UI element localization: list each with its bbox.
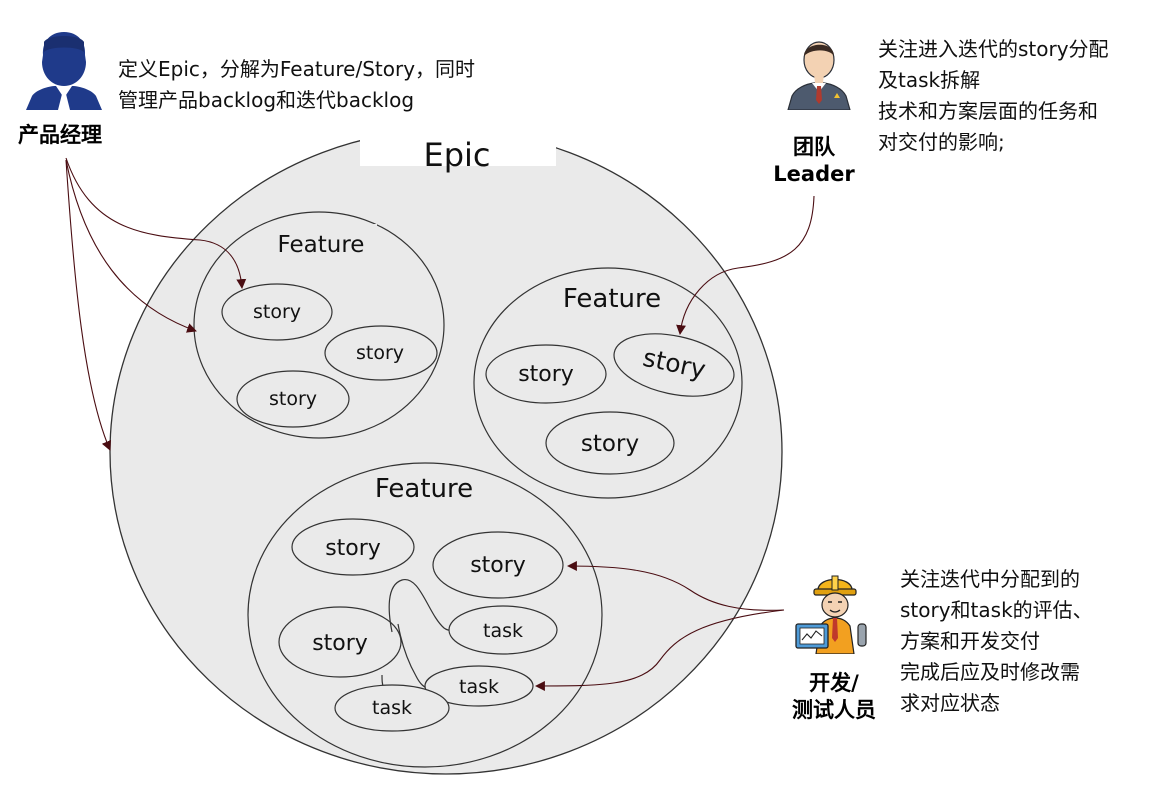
feature-3-story-3-label: story (312, 631, 368, 656)
team-leader-description-line: 技术和方案层面的任务和 (878, 99, 1098, 123)
developer-avatar-icon (795, 575, 867, 654)
feature-2-story-2 (613, 333, 735, 397)
developer-description-line: 完成后应及时修改需 (900, 660, 1080, 684)
feature-3-label: Feature (375, 474, 473, 504)
pm-arrow-to-feature1-story (65, 157, 247, 289)
feature-3-story-2 (432, 531, 564, 599)
feature-1-story-3-label: story (269, 388, 317, 410)
dev-arrow-to-story (567, 561, 785, 611)
product-manager-avatar-icon (26, 32, 102, 110)
developer-description: 关注迭代中分配到的 story和task的评估、 方案和开发交付 完成后应及时修… (900, 564, 1093, 719)
feature-3-story-1 (291, 518, 415, 576)
feature-2-story-3-label: story (581, 431, 639, 457)
developer-name-line2: 测试人员 (792, 698, 876, 722)
product-manager-description: 定义Epic，分解为Feature/Story，同时 管理产品backlog和迭… (118, 54, 475, 116)
developer-name-line1: 开发/ (809, 671, 859, 695)
team-leader-description-line: 关注进入迭代的story分配 (878, 37, 1109, 61)
feature-1-story-2-label: story (356, 342, 404, 364)
feature-1-story-1-label: story (253, 301, 301, 323)
feature-3-story-1-label: story (325, 536, 381, 561)
developer-description-line: 求对应状态 (900, 691, 1000, 715)
team-leader-name-line2: Leader (773, 162, 855, 186)
feature-2-label: Feature (563, 284, 661, 314)
dev-arrow-to-task (535, 609, 785, 691)
developer-description-line: 方案和开发交付 (900, 629, 1040, 653)
feature-3-story-2-label: story (470, 553, 526, 578)
feature-3-task-2-label: task (459, 676, 499, 698)
feature-3-story-3 (278, 606, 402, 678)
feature-2-story-1-label: story (518, 362, 574, 387)
team-leader-description-line: 对交付的影响; (878, 130, 1005, 154)
team-leader-avatar-icon (787, 41, 851, 110)
team-leader-description-line: 及task拆解 (878, 68, 981, 92)
pm-arrow-to-epic (65, 159, 112, 451)
feature-2-story-3 (545, 411, 675, 475)
feature-3-task-1-label: task (483, 620, 523, 642)
feature-1-story-2 (324, 325, 438, 381)
team-leader-name-line1: 团队 (793, 135, 835, 159)
team-leader-description: 关注进入迭代的story分配 及task拆解 技术和方案层面的任务和 对交付的影… (878, 34, 1109, 158)
developer-description-line: story和task的评估、 (900, 598, 1093, 622)
developer-name: 开发/ 测试人员 (782, 670, 886, 724)
feature-3-task-2 (424, 665, 534, 707)
product-manager-description-line: 管理产品backlog和迭代backlog (118, 88, 415, 112)
feature-1-label: Feature (278, 232, 365, 258)
product-manager-description-line: 定义Epic，分解为Feature/Story，同时 (118, 57, 476, 81)
feature-3-task-3-label: task (372, 697, 412, 719)
pm-arrow-to-feature1 (65, 159, 197, 333)
team-leader-name: 团队 Leader (772, 134, 856, 188)
feature-1-story-3 (236, 370, 350, 428)
feature-3-task-1 (448, 605, 558, 655)
epic-label: Epic (423, 136, 490, 174)
feature-1-story-1 (221, 283, 333, 341)
leader-arrow-to-story (676, 195, 815, 335)
feature-3-task-3 (334, 684, 450, 732)
developer-description-line: 关注迭代中分配到的 (900, 567, 1080, 591)
feature-2-circle (473, 267, 743, 499)
feature-2-story-1 (485, 344, 607, 404)
product-manager-name: 产品经理 (18, 123, 102, 147)
